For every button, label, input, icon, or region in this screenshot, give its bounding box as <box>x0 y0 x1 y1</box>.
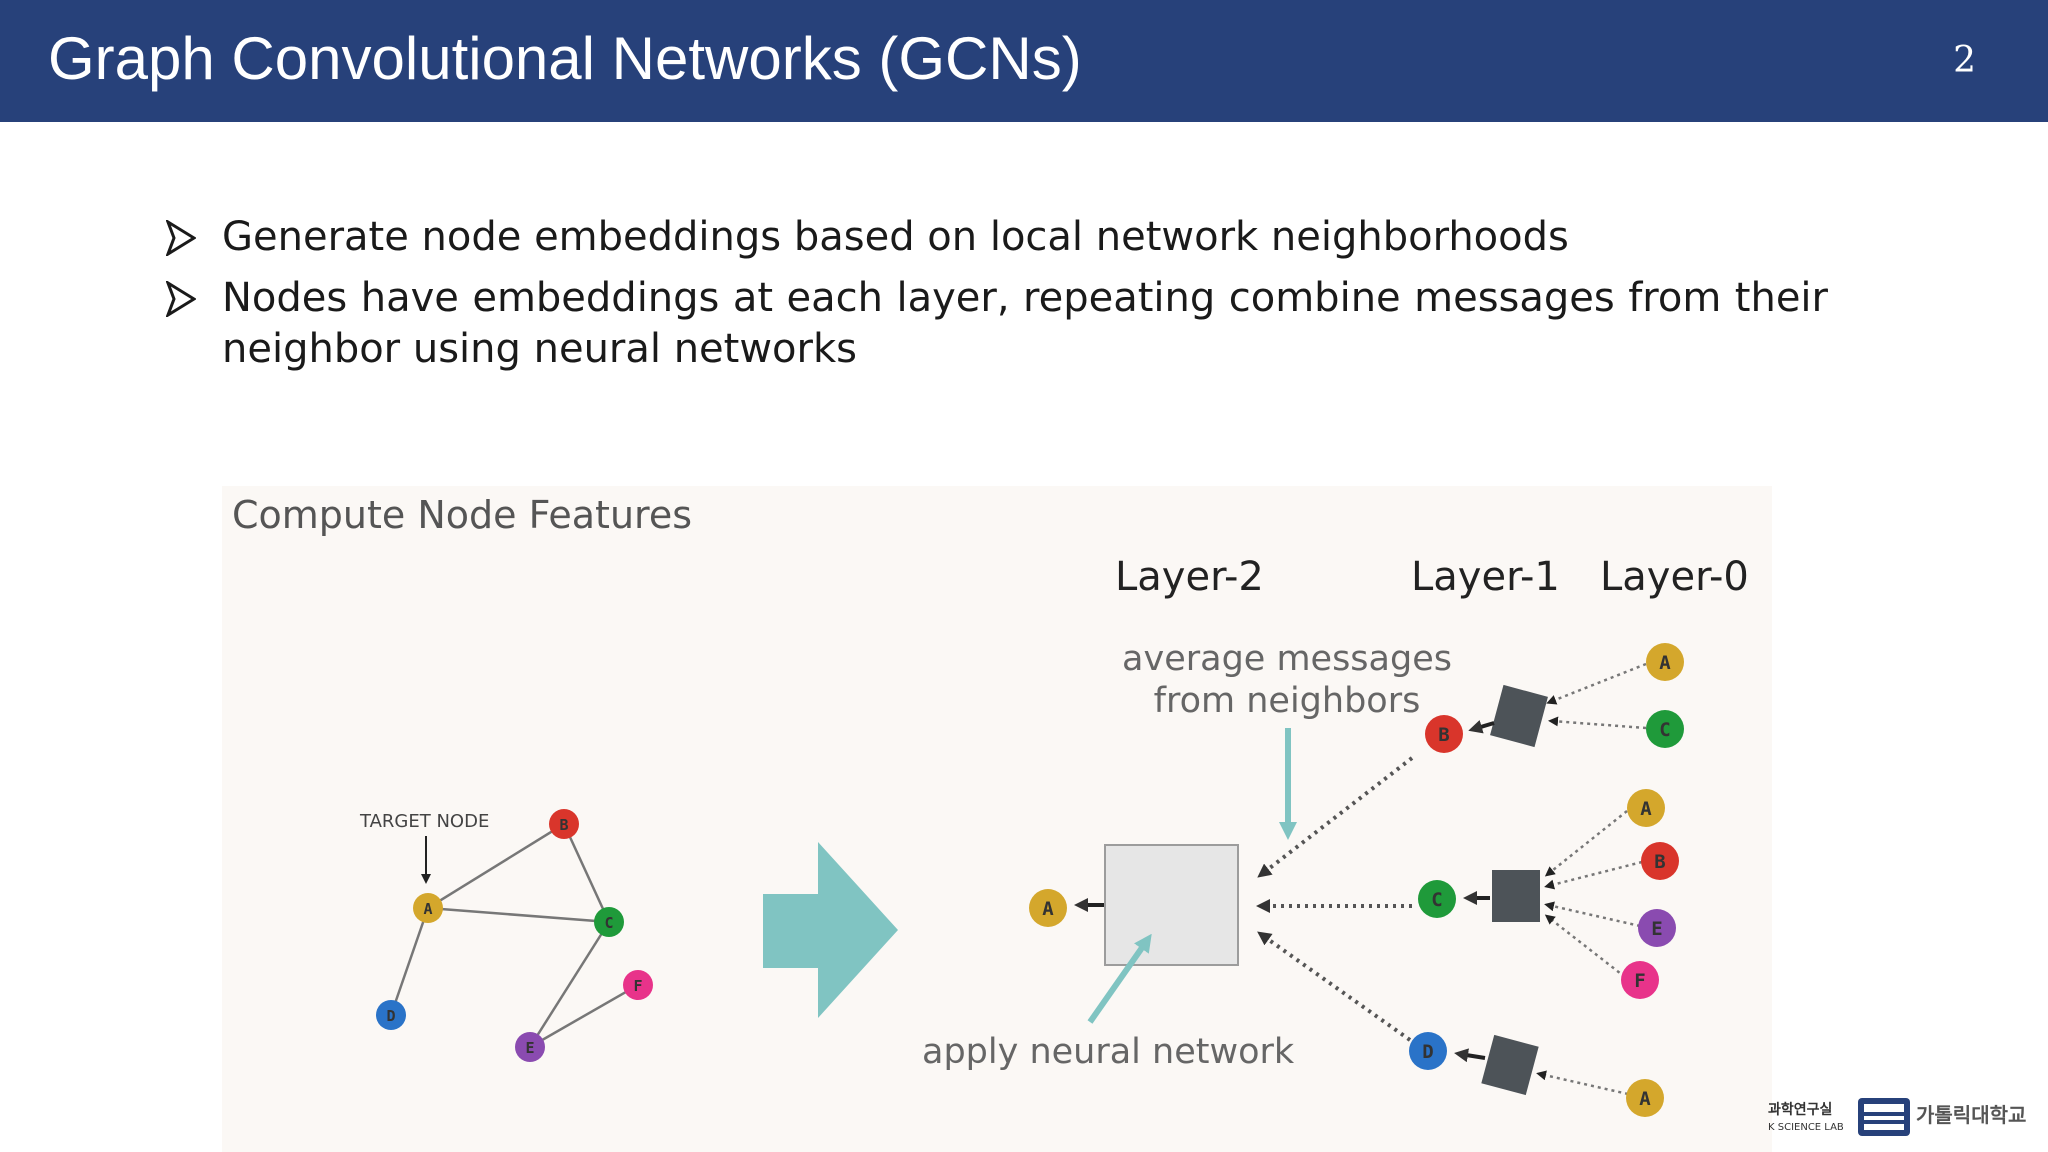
bullet-item: Nodes have embeddings at each layer, rep… <box>166 273 1828 375</box>
layer1-node-b-label: B <box>1438 724 1449 746</box>
layer0-node-a2: A <box>1627 789 1665 827</box>
teal-arrow-apply <box>1087 933 1152 1024</box>
graph-node-d: D <box>376 1000 406 1030</box>
graph-node-c: C <box>594 907 624 937</box>
bullet-text: Generate node embeddings based on local … <box>222 214 1569 260</box>
graph-node-e-label: E <box>525 1039 534 1057</box>
layer0-node-label: A <box>1639 1088 1651 1110</box>
layer0-node-label: E <box>1651 918 1662 940</box>
neural-net-box-c <box>1492 870 1540 922</box>
graph-node-b: B <box>549 809 579 839</box>
neural-net-box-b <box>1490 684 1548 748</box>
graph-node-f: F <box>623 970 653 1000</box>
university-emblem-icon <box>1858 1098 1910 1136</box>
layer1-node-c: C <box>1418 880 1456 918</box>
slide-title: Graph Convolutional Networks (GCNs) <box>48 25 1082 92</box>
arrow-bullet-icon <box>166 220 196 256</box>
bullet-text: Nodes have embeddings at each layer, rep… <box>222 275 1828 372</box>
apply-neural-network-label: apply neural network <box>922 1032 1295 1072</box>
layer-2-label: Layer-2 <box>1115 554 1264 600</box>
average-messages-label: average messages <box>1122 639 1452 679</box>
layer1-node-c-label: C <box>1431 889 1442 911</box>
bullet-item: Generate node embeddings based on local … <box>166 212 1828 263</box>
layer0-node-label: C <box>1659 719 1670 741</box>
graph-node-a-label: A <box>423 900 432 918</box>
graph-node-f-label: F <box>633 977 642 995</box>
layer2-node-a-label: A <box>1042 898 1054 920</box>
page-number: 2 <box>1953 40 1976 81</box>
layer0-node-a1: A <box>1646 643 1684 681</box>
layer0-node-e2: E <box>1638 909 1676 947</box>
graph-node-c-label: C <box>604 914 613 932</box>
arrow-bullet-icon <box>166 281 196 317</box>
layer0-node-label: A <box>1659 652 1671 674</box>
layer2-node-a: A <box>1029 889 1067 927</box>
title-bar: Graph Convolutional Networks (GCNs) 2 <box>0 0 2048 122</box>
layer1-node-d: D <box>1409 1032 1447 1070</box>
layer-0-label: Layer-0 <box>1600 554 1749 600</box>
layer0-node-f2: F <box>1621 961 1659 999</box>
big-right-arrow-icon <box>763 842 898 1018</box>
layer0-node-label: B <box>1654 851 1665 873</box>
layer0-node-a3: A <box>1626 1079 1664 1117</box>
lab-label-line1: 과학연구실 <box>1768 1102 1832 1118</box>
dotted-arrows-layer1 <box>1536 662 1647 1096</box>
neural-net-box-d <box>1481 1034 1539 1096</box>
dotted-arrows-layer2 <box>1256 756 1414 1042</box>
university-logo: 과학연구실 K SCIENCE LAB 가톨릭대학교 <box>1768 1098 2026 1136</box>
target-node-label: TARGET NODE <box>359 811 489 832</box>
university-name: 가톨릭대학교 <box>1916 1103 2026 1127</box>
graph-node-d-label: D <box>386 1007 395 1025</box>
graph-edges <box>389 822 639 1049</box>
graph-node-e: E <box>515 1032 545 1062</box>
layer1-node-b: B <box>1425 715 1463 753</box>
neural-net-box-layer2 <box>1104 844 1239 966</box>
lab-label-line2: K SCIENCE LAB <box>1768 1122 1844 1133</box>
graph-node-a: A <box>413 893 443 923</box>
layer0-node-label: A <box>1640 798 1652 820</box>
figure-title: Compute Node Features <box>232 493 692 537</box>
layer-1-label: Layer-1 <box>1411 554 1560 600</box>
from-neighbors-label: from neighbors <box>1154 681 1421 721</box>
layer1-node-d-label: D <box>1422 1041 1433 1063</box>
layer0-node-b2: B <box>1641 842 1679 880</box>
graph-node-b-label: B <box>559 816 568 834</box>
layer0-node-label: F <box>1634 970 1645 992</box>
layer0-node-c1: C <box>1646 710 1684 748</box>
box-to-layer1-arrows <box>1454 719 1495 1063</box>
